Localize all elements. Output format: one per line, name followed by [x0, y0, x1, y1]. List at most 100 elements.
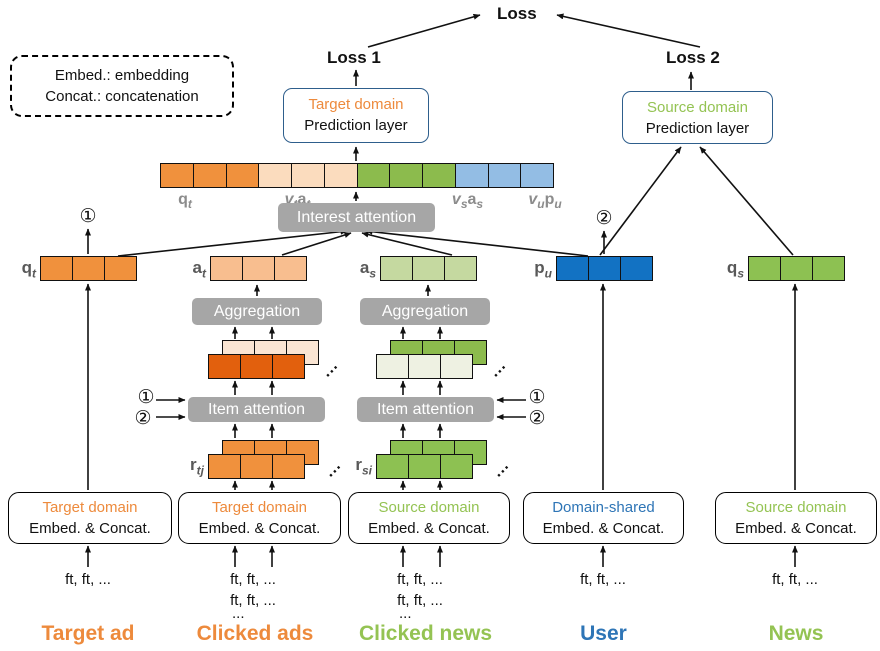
features-clicked-ads-1: ft, ft, ... [230, 571, 276, 588]
circled-one-marker: ① [528, 387, 546, 408]
vector-cell [749, 257, 780, 280]
vector-cell [408, 355, 440, 378]
embed-box-domain: Source domain [378, 499, 480, 516]
weighted-items-news-front [376, 354, 473, 379]
item-embeds-news-front [376, 454, 473, 479]
legend-line-embed: Embed.: embedding [54, 67, 190, 84]
interest-attention-label: Interest attention [296, 208, 417, 226]
embed-box-clicked-news: Source domain Embed. & Concat. [348, 492, 510, 544]
bar-cell [422, 164, 455, 187]
vector-at [210, 256, 307, 281]
item-attention-label: Item attention [377, 400, 474, 418]
bar-cell [487, 164, 521, 187]
bar-cell [192, 164, 226, 187]
item-attention-box-news: Item attention [357, 397, 494, 422]
bar-cell [356, 164, 390, 187]
bar-cell [520, 164, 553, 187]
vector-qt [40, 256, 137, 281]
bar-cell [161, 164, 193, 187]
entity-label-target-ad: Target ad [41, 622, 135, 645]
vector-cell [104, 257, 136, 280]
loss1-label: Loss 1 [327, 48, 381, 67]
item-attention-box-ads: Item attention [188, 397, 325, 422]
vector-cell [588, 257, 620, 280]
vector-label-at: at [192, 258, 206, 281]
features-user: ft, ft, ... [580, 571, 626, 588]
vector-cell [381, 257, 412, 280]
ellipsis-dots: ... [486, 356, 510, 381]
embed-box-domain: Target domain [42, 499, 138, 516]
vector-cell [242, 257, 274, 280]
concat-embedding-bar [160, 163, 554, 188]
features-clicked-ads-2: ft, ft, ... [230, 592, 276, 609]
vector-cell [240, 455, 272, 478]
features-more: ... [232, 605, 245, 622]
ellipsis-dots: ... [489, 456, 513, 481]
vector-label-qs: qs [726, 258, 744, 281]
vector-cell [274, 257, 306, 280]
target-prediction-box: Target domain Prediction layer [283, 88, 429, 143]
vector-cell [240, 355, 272, 378]
circled-one-marker: ① [79, 206, 97, 227]
features-more: ... [399, 605, 412, 622]
vector-cell [444, 257, 476, 280]
vector-cell [72, 257, 104, 280]
vector-cell [412, 257, 444, 280]
embed-box-news: Source domain Embed. & Concat. [715, 492, 877, 544]
vector-cell [408, 455, 440, 478]
bar-cell [291, 164, 324, 187]
bar-cell [323, 164, 357, 187]
vector-label-qt: qt [21, 258, 36, 281]
bar-cell [389, 164, 422, 187]
circled-two-marker: ② [528, 408, 546, 429]
features-clicked-news-1: ft, ft, ... [397, 571, 443, 588]
vector-cell [780, 257, 812, 280]
circled-two-marker: ② [595, 208, 613, 229]
embed-box-op: Embed. & Concat. [368, 520, 490, 537]
interest-attention-box: Interest attention [278, 203, 435, 232]
vector-cell [41, 257, 72, 280]
source-prediction-box: Source domain Prediction layer [622, 91, 773, 144]
aggregation-box-news: Aggregation [360, 298, 490, 325]
circled-one-marker: ① [137, 387, 155, 408]
embed-box-op: Embed. & Concat. [29, 520, 151, 537]
bar-label-vupu: vupu [528, 191, 562, 212]
vector-pu [556, 256, 653, 281]
embed-box-op: Embed. & Concat. [198, 520, 321, 537]
embed-box-op: Embed. & Concat. [735, 520, 857, 537]
embed-box-domain: Target domain [211, 499, 308, 516]
features-target-ad: ft, ft, ... [65, 571, 111, 588]
embed-box-op: Embed. & Concat. [542, 520, 665, 537]
entity-label-clicked-ads: Clicked ads [196, 622, 314, 645]
bar-label-qt: qt [178, 191, 192, 212]
vector-cell [272, 455, 304, 478]
source-prediction-domain: Source domain [647, 99, 748, 116]
vector-label-as: as [359, 258, 376, 281]
vector-cell [557, 257, 588, 280]
bar-cell [258, 164, 291, 187]
aggregation-label: Aggregation [213, 302, 301, 320]
vector-label-rsi: rsi [355, 455, 372, 478]
ellipsis-dots: ... [318, 356, 342, 381]
source-prediction-layer: Prediction layer [645, 120, 750, 137]
circled-two-marker: ② [134, 408, 152, 429]
embed-box-domain: Source domain [745, 499, 847, 516]
vector-cell [272, 355, 304, 378]
vector-cell [211, 257, 242, 280]
entity-label-user: User [580, 622, 627, 645]
vector-cell [620, 257, 652, 280]
vector-cell [377, 455, 408, 478]
vector-label-rtj: rtj [190, 455, 204, 478]
vector-cell [812, 257, 844, 280]
aggregation-box-ads: Aggregation [192, 298, 322, 325]
embed-box-target-ad: Target domain Embed. & Concat. [8, 492, 172, 544]
item-attention-label: Item attention [208, 400, 305, 418]
embed-box-domain: Domain-shared [552, 499, 655, 516]
features-news: ft, ft, ... [772, 571, 818, 588]
vector-cell [209, 455, 240, 478]
target-prediction-domain: Target domain [308, 96, 404, 113]
vector-label-pu: pu [534, 258, 552, 281]
vector-qs [748, 256, 845, 281]
bar-cell [454, 164, 488, 187]
